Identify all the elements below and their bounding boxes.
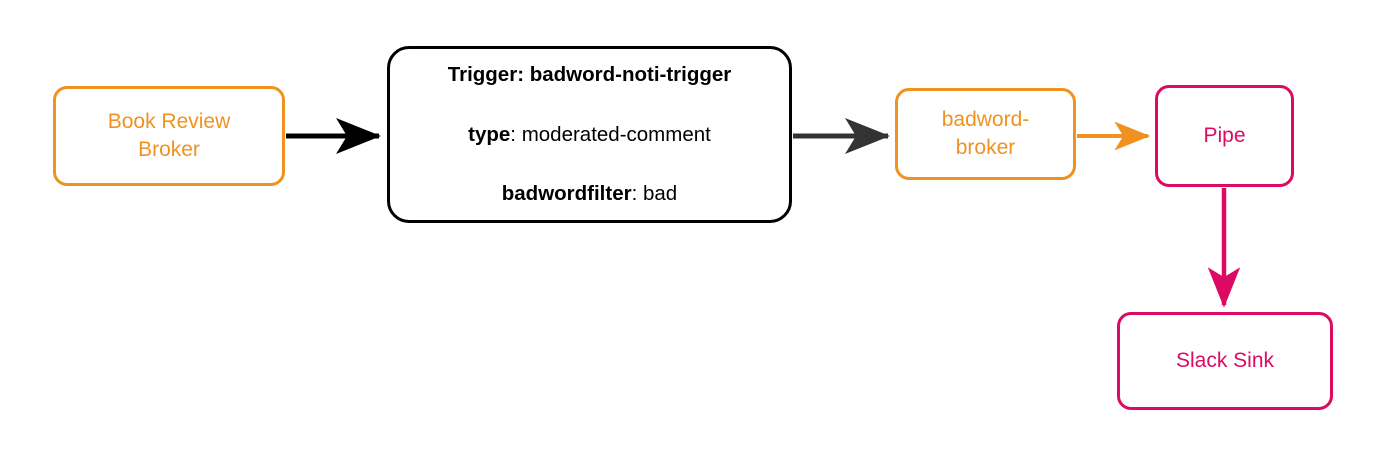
node-trigger-line-1: Trigger: badword-noti-trigger — [448, 60, 732, 90]
node-trigger-line-2-value: moderated-comment — [521, 122, 711, 146]
node-pipe-label: Pipe — [1203, 124, 1246, 148]
node-trigger-line-1-text: Trigger: badword-noti-trigger — [447, 63, 732, 87]
node-trigger-line-3-key: badwordfilter — [501, 182, 632, 206]
node-book-review-broker[interactable]: Book Review Broker — [53, 86, 285, 186]
node-badword-broker-label: badword- broker — [941, 108, 1030, 159]
node-trigger-line-2-separator: : — [510, 122, 522, 146]
node-pipe[interactable]: Pipe — [1155, 85, 1294, 187]
node-slack-sink-label: Slack Sink — [1175, 349, 1275, 373]
node-trigger[interactable]: Trigger: badword-noti-trigger type: mode… — [387, 46, 792, 223]
node-book-review-broker-label: Book Review Broker — [107, 110, 231, 161]
node-trigger-line-3: badwordfilter: bad — [448, 179, 732, 209]
node-trigger-line-3-separator: : — [631, 182, 643, 206]
node-badword-broker[interactable]: badword- broker — [895, 88, 1076, 180]
node-slack-sink[interactable]: Slack Sink — [1117, 312, 1333, 410]
node-trigger-label: Trigger: badword-noti-trigger type: mode… — [442, 30, 738, 238]
node-trigger-line-3-value: bad — [643, 182, 678, 206]
node-trigger-line-2-key: type — [468, 122, 511, 146]
node-trigger-line-2: type: moderated-comment — [448, 120, 732, 150]
